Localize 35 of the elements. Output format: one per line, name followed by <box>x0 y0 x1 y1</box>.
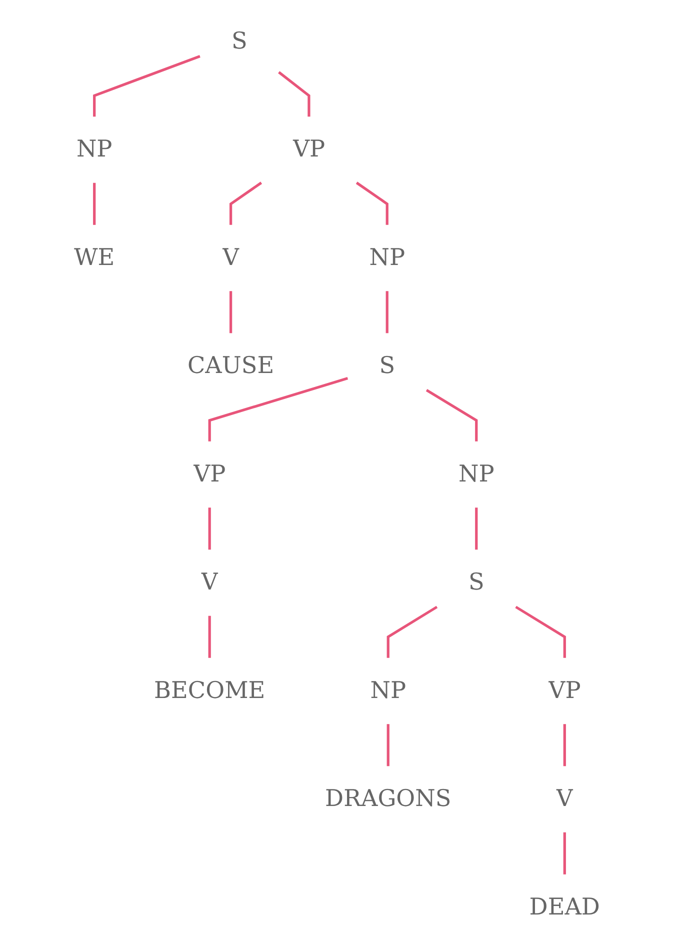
node-text: WE <box>74 244 115 272</box>
connector <box>278 71 310 117</box>
connector <box>563 724 566 766</box>
node-text: V <box>556 786 573 812</box>
connector <box>208 616 211 658</box>
connector <box>356 182 388 225</box>
node-text: DRAGONS <box>325 786 452 812</box>
connector <box>93 55 200 117</box>
connector <box>386 606 438 658</box>
node-text: VP <box>292 136 326 163</box>
node-text: DEAD <box>529 894 600 921</box>
node-text: S <box>379 353 396 380</box>
connector <box>229 182 262 225</box>
node-text: NP <box>370 678 406 704</box>
node-text: CAUSE <box>187 353 274 380</box>
node-text: VP <box>548 678 581 704</box>
node-text: S <box>231 28 248 55</box>
connector <box>93 182 96 225</box>
node-text: VP <box>193 461 226 488</box>
node-text: NP <box>76 136 112 163</box>
node-text: BECOME <box>154 678 266 704</box>
connector <box>475 508 478 550</box>
connector <box>386 724 390 766</box>
node-text: S <box>468 570 484 596</box>
connector <box>208 377 348 442</box>
node-text: V <box>222 244 240 272</box>
node-text: NP <box>458 461 494 488</box>
node-text: V <box>201 570 218 596</box>
connector <box>208 508 211 550</box>
connector <box>386 291 388 334</box>
connector <box>229 291 232 334</box>
connector <box>515 606 566 658</box>
connector <box>426 389 478 442</box>
connector <box>563 832 566 874</box>
node-text: NP <box>369 244 406 272</box>
